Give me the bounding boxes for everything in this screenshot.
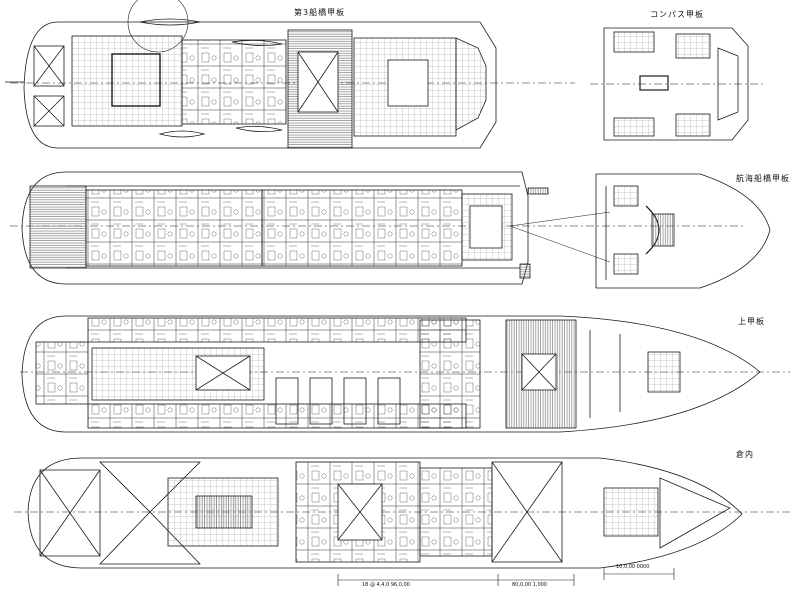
- boat-deck-aft-panel-diagonal: [33, 45, 65, 87]
- navigation-bridge-deck-cabins: [85, 189, 263, 267]
- bridge-front-locker: [613, 185, 639, 207]
- upper-deck-fish-hold-hatch: [275, 377, 299, 425]
- upper-deck-windlass: [647, 351, 681, 393]
- compass-deck-equipment: [675, 113, 711, 137]
- boat-deck-bridge-front: [455, 37, 487, 131]
- boat-deck-plan: [5, 0, 575, 149]
- navigation-bridge-deck-overhang: [509, 211, 611, 227]
- hold-fore-tank: [491, 461, 563, 563]
- lifeboat: [158, 130, 206, 138]
- upper-deck-hatch-diagonal: [521, 353, 557, 391]
- hold-title: 倉内: [736, 450, 754, 459]
- hold-engine-room: [167, 477, 279, 547]
- bridge-front-locker: [613, 253, 639, 275]
- compass-deck-locker: [613, 31, 655, 53]
- boat-deck-skylight-diagonal: [297, 51, 339, 113]
- boat-deck-title: 第3船橋甲板: [294, 8, 346, 17]
- compass-deck-locker: [613, 117, 655, 137]
- compass-deck-equipment: [675, 33, 711, 59]
- upper-deck-fore-rooms: [419, 319, 481, 429]
- boat-deck-aft-panel: [33, 95, 65, 127]
- hold-dimension-label-c: 10,0,00 0000: [616, 564, 650, 570]
- boat-deck-chart-room: [387, 59, 429, 107]
- hold-main-engine: [195, 495, 253, 529]
- bridge-front-plan: [595, 173, 771, 289]
- boat-deck-outline: [23, 21, 497, 149]
- hold-outline: [27, 457, 743, 569]
- navigation-bridge-deck-overhang: [509, 225, 611, 263]
- compass-deck-bridge-front: [717, 47, 739, 121]
- upper-deck-fish-hold-hatch: [377, 377, 401, 425]
- navigation-bridge-deck-outline: [21, 171, 529, 285]
- hold-chain-locker: [603, 487, 659, 537]
- compass-deck-outline: [603, 27, 749, 141]
- accommodation-ladder: [527, 187, 549, 195]
- upper-deck-aft-rooms: [35, 341, 89, 405]
- boat-deck-machinery: [71, 35, 183, 127]
- hold-compartment-diagonal: [337, 483, 383, 541]
- upper-deck-fish-hold-hatch: [309, 377, 333, 425]
- accommodation-ladder: [519, 263, 531, 279]
- lifeboat: [139, 18, 201, 26]
- hold-tank-diagonal: [39, 469, 101, 557]
- boat-deck-aft-panel: [33, 45, 65, 87]
- hold-dimension-label-b: 80,0,00 1,000: [512, 582, 547, 588]
- upper-deck-casing-diagonal: [195, 355, 251, 391]
- hold-forepeak: [659, 477, 731, 549]
- lifeboat: [235, 126, 283, 132]
- upper-deck-cabins: [87, 317, 467, 343]
- navigation-bridge-deck-table: [469, 205, 503, 249]
- navigation-bridge-deck-planking: [29, 185, 87, 269]
- upper-deck-fish-hold-hatch: [343, 377, 367, 425]
- compass-deck-mast: [639, 75, 669, 91]
- navigation-bridge-deck-cabins: [261, 189, 463, 267]
- compass-deck-title: コンパス甲板: [650, 10, 704, 19]
- upper-deck-outline: [21, 315, 761, 433]
- navigation-bridge-deck-title: 航海船橋甲板: [736, 174, 790, 183]
- hold-dimension-label-a: 18 @ 4,4,0 96,0,00: [362, 582, 410, 588]
- navigation-bridge-deck-plan: [10, 171, 745, 285]
- boat-deck-aft-panel-diagonal: [33, 95, 65, 127]
- compass-deck-plan: [590, 27, 765, 141]
- hold-fore-tank-diagonal: [491, 461, 563, 563]
- hold-store: [419, 467, 493, 557]
- upper-deck-plan: [20, 315, 790, 433]
- bridge-front-wheel: [651, 213, 675, 247]
- hold-plan: [14, 457, 790, 586]
- boat-deck-rooms: [181, 39, 287, 125]
- lifeboat: [231, 40, 283, 46]
- bridge-front-outline: [595, 173, 771, 289]
- davit-swing-arc: [127, 0, 189, 53]
- boat-deck-engine-casing: [111, 53, 161, 107]
- upper-deck-title: 上甲板: [738, 317, 765, 326]
